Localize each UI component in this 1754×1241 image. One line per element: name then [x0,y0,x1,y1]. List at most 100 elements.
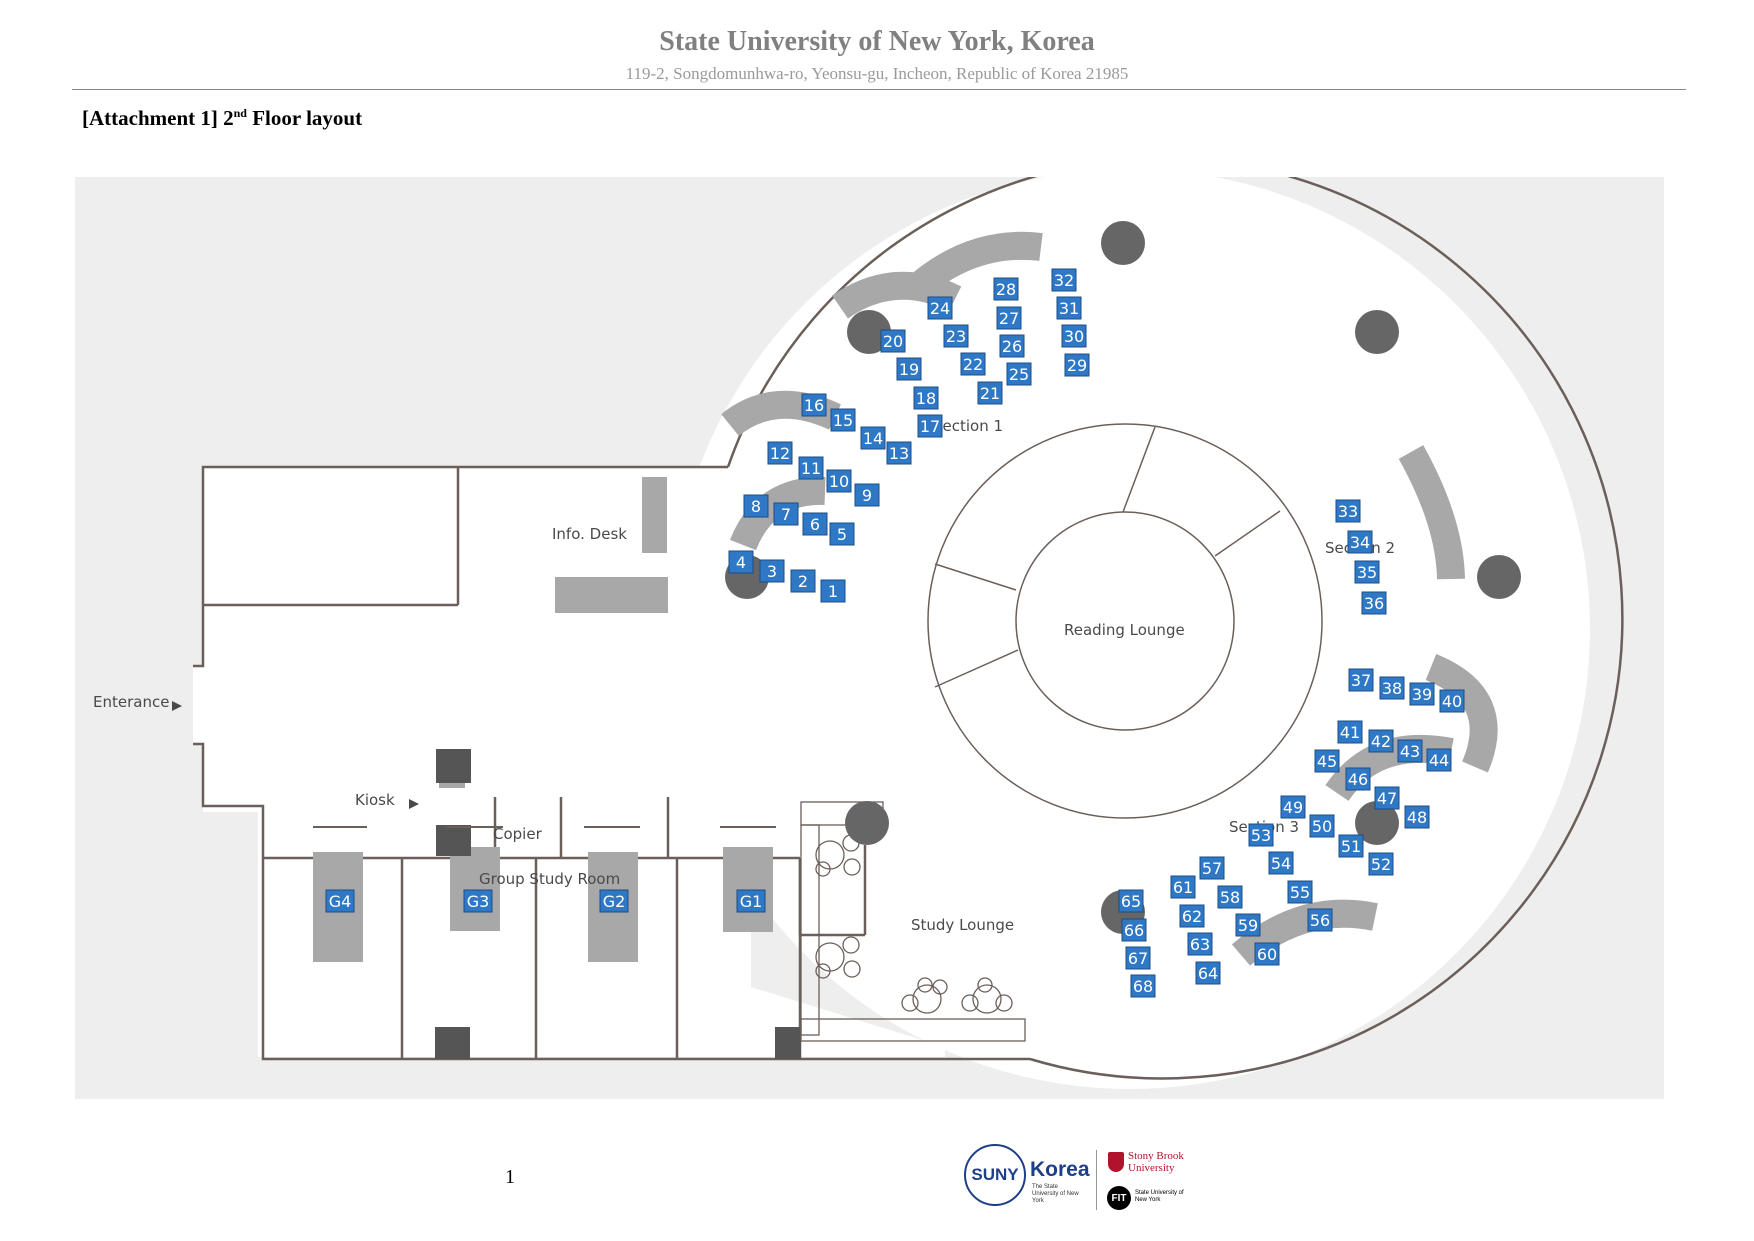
seat-43-box [1397,739,1423,763]
attachment-suffix: Floor layout [246,106,363,130]
seat-33-label: 33 [1338,502,1358,521]
seat-35: 35 [1354,560,1380,584]
seat-21-label: 21 [980,384,1000,403]
study-lounge-label: Study Lounge [911,916,1014,934]
seat-46-label: 46 [1348,770,1368,789]
seat-61-label: 61 [1173,878,1193,897]
group-room-g4-box [325,889,355,913]
seat-64: 64 [1195,961,1221,985]
seat-26-label: 26 [1002,337,1022,356]
seat-29-box [1064,353,1090,377]
document-address: 119-2, Songdomunhwa-ro, Yeonsu-gu, Inche… [625,64,1129,83]
seat-61-box [1170,875,1196,899]
seat-68-label: 68 [1133,977,1153,996]
seat-7-box [773,502,799,526]
group-room-g2-label: G2 [603,892,626,911]
seat-40-label: 40 [1442,692,1462,711]
seat-66-box [1121,918,1147,942]
seat-23-label: 23 [946,327,966,346]
seat-2-label: 2 [798,572,808,591]
seat-8: 8 [743,494,769,518]
seat-28: 28 [993,277,1019,301]
seat-24: 24 [927,296,953,320]
seat-64-box [1195,961,1221,985]
seat-20: 20 [880,329,906,353]
seat-26: 26 [999,334,1025,358]
seat-9-box [854,483,880,507]
seat-58-box [1217,885,1243,909]
seat-3: 3 [759,559,785,583]
reading-lounge-rings [927,423,1323,819]
seat-21: 21 [977,381,1003,405]
seat-34: 34 [1347,530,1373,554]
seat-18-box [913,386,939,410]
seat-22-label: 22 [963,355,983,374]
seat-32-label: 32 [1054,271,1074,290]
seat-55-box [1287,880,1313,904]
seat-54: 54 [1268,851,1294,875]
seat-66: 66 [1121,918,1147,942]
group-room-g3-box [463,889,493,913]
group-room-g2: G2 [599,889,629,913]
seat-59-box [1235,913,1261,937]
seat-64-label: 64 [1198,964,1218,983]
seat-44-label: 44 [1429,751,1449,770]
seat-16-label: 16 [804,396,824,415]
seat-1-box [820,579,846,603]
seat-2-box [790,569,816,593]
seat-32: 32 [1051,268,1077,292]
group-study-room-label: Group Study Room [479,870,620,888]
seat-5-box [829,522,855,546]
seat-19-label: 19 [899,360,919,379]
seat-4: 4 [728,550,754,574]
seat-15-box [830,408,856,432]
seat-6-label: 6 [810,515,820,534]
seat-45-label: 45 [1317,752,1337,771]
seat-1-label: 1 [828,582,838,601]
info-desk-label: Info. Desk [552,525,627,543]
seat-46: 46 [1345,767,1371,791]
fit-logo-circle: FIT [1107,1186,1131,1210]
suny-logo-text: SUNY [971,1165,1019,1184]
seat-29: 29 [1064,353,1090,377]
seat-10-box [826,469,852,493]
seat-33-box [1335,499,1361,523]
seat-63-label: 63 [1190,935,1210,954]
seat-19-box [896,357,922,381]
seat-37: 37 [1348,668,1374,692]
seat-2: 2 [790,569,816,593]
seat-33: 33 [1335,499,1361,523]
seat-38-label: 38 [1382,679,1402,698]
kiosk-arrow-icon [409,799,419,809]
seat-68-box [1130,974,1156,998]
document-title: State University of New York, Korea [659,26,1095,57]
seat-5-label: 5 [837,525,847,544]
stony-brook-text: Stony Brook University [1128,1150,1184,1174]
seat-60-box [1254,942,1280,966]
seat-49: 49 [1280,795,1306,819]
attachment-sup: nd [233,106,247,120]
seat-50: 50 [1309,814,1335,838]
seat-27-box [996,306,1022,330]
seat-36-label: 36 [1364,594,1384,613]
seat-62-label: 62 [1182,907,1202,926]
seat-47: 47 [1374,786,1400,810]
seat-8-label: 8 [751,497,761,516]
suny-logo-circle: SUNY [964,1144,1026,1206]
seat-15: 15 [830,408,856,432]
seat-27-label: 27 [999,309,1019,328]
seat-14-label: 14 [863,429,883,448]
seat-48-label: 48 [1407,808,1427,827]
seat-14-box [860,426,886,450]
seat-36-box [1361,591,1387,615]
fit-logo-text: FIT [1111,1192,1127,1204]
seat-44: 44 [1426,748,1452,772]
seat-40-box [1439,689,1465,713]
seat-57-box [1199,856,1225,880]
stony-brook-shield-icon [1108,1152,1124,1172]
seat-30-box [1061,324,1087,348]
group-room-g1-label: G1 [740,892,763,911]
seat-32-box [1051,268,1077,292]
seat-31-label: 31 [1059,299,1079,318]
